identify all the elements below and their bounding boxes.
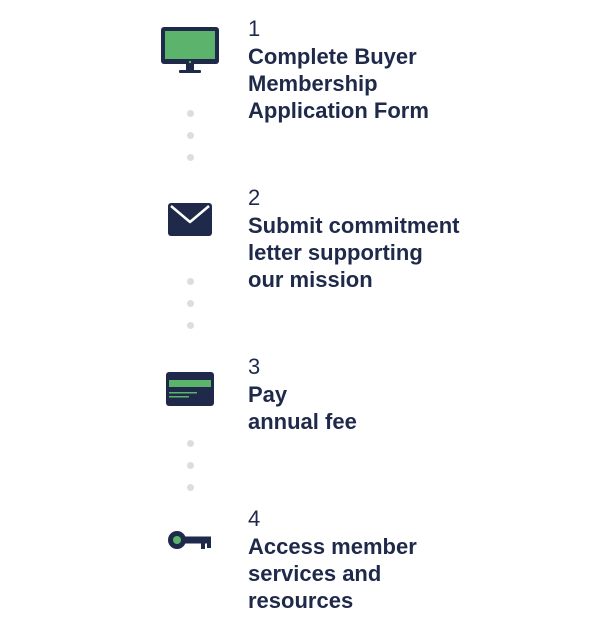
step-title-line: Application Form [248, 98, 429, 123]
connector-dots [187, 440, 195, 492]
step-title-line: Pay [248, 382, 288, 407]
step-title-line: our mission [248, 267, 373, 292]
connector-dot [187, 154, 194, 161]
step-number: 2 [248, 185, 261, 210]
step-number: 4 [248, 506, 261, 531]
connector-dots [187, 110, 195, 162]
step-title-line: resources [248, 588, 354, 613]
step-title: Complete Buyer Membership Application Fo… [248, 43, 568, 124]
step-title: Pay annual fee [248, 381, 568, 435]
step-title-line: Submit commitment [248, 213, 460, 238]
connector-dot [187, 440, 194, 447]
connector-dot [187, 322, 194, 329]
connector-dot [187, 132, 194, 139]
step-number: 1 [248, 16, 261, 41]
connector-dots [187, 278, 195, 330]
envelope-icon [168, 203, 212, 236]
step-title: Submit commitment letter supporting our … [248, 212, 568, 293]
credit-card-icon [166, 372, 214, 406]
step-title-line: Access member [248, 534, 417, 559]
connector-dot [187, 300, 194, 307]
step-title-line: Membership [248, 71, 378, 96]
step-number: 3 [248, 354, 261, 379]
connector-dot [187, 278, 194, 285]
monitor-icon [161, 27, 219, 73]
step-title-line: Complete Buyer [248, 44, 417, 69]
step-title-line: annual fee [248, 409, 357, 434]
key-icon [168, 531, 211, 549]
connector-dot [187, 484, 194, 491]
step-title-line: services and [248, 561, 382, 586]
connector-dot [187, 110, 194, 117]
step-title-line: letter supporting [248, 240, 423, 265]
connector-dot [187, 462, 194, 469]
step-title: Access member services and resources [248, 533, 568, 614]
